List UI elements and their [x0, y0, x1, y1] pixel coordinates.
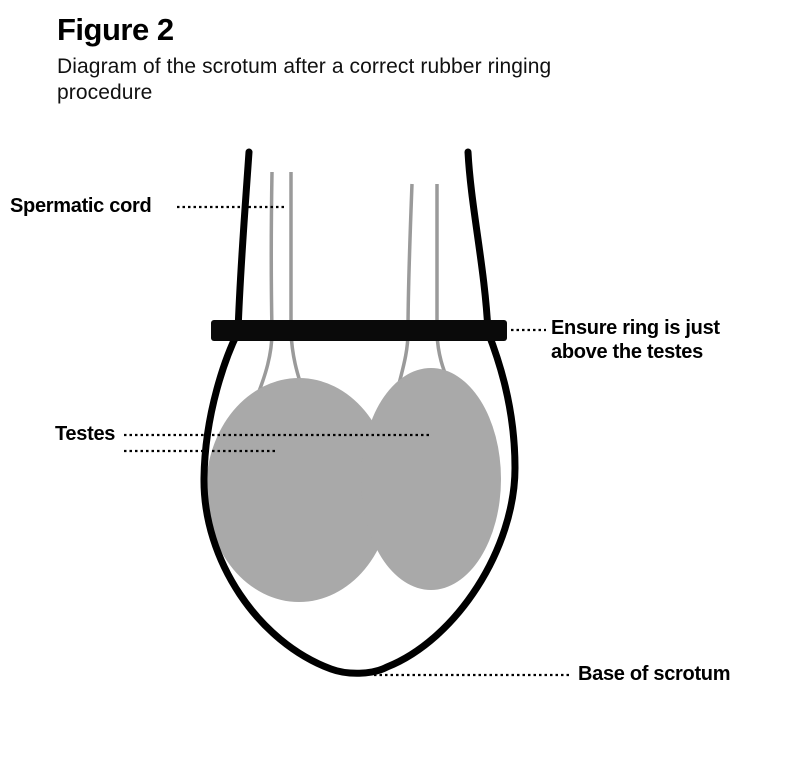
ring-note-label-line2: above the testes — [551, 340, 703, 363]
spermatic-cord-label: Spermatic cord — [10, 195, 152, 217]
spermatic-cord-left-outer-line — [289, 171, 305, 392]
spermatic-cord-right-inner-line — [396, 183, 414, 389]
rubber-ring — [211, 320, 507, 341]
testis-right — [361, 368, 501, 590]
figure-subtitle-line1: Diagram of the scrotum after a correct r… — [57, 55, 552, 78]
testes-label: Testes — [55, 423, 116, 445]
spermatic-cord-left-inner-line — [256, 171, 274, 395]
figure-subtitle-line2: procedure — [57, 81, 153, 105]
base-of-scrotum-label: Base of scrotum — [578, 663, 731, 685]
figure-subtitle: Diagram of the scrotum after a correct r… — [57, 54, 551, 107]
spermatic-cord-right-outer-line — [435, 184, 451, 384]
ring-note-label: Ensure ring is just above the testes — [551, 317, 720, 364]
figure-title: Figure 2 — [57, 12, 174, 47]
ring-note-label-line1: Ensure ring is just — [551, 317, 720, 339]
